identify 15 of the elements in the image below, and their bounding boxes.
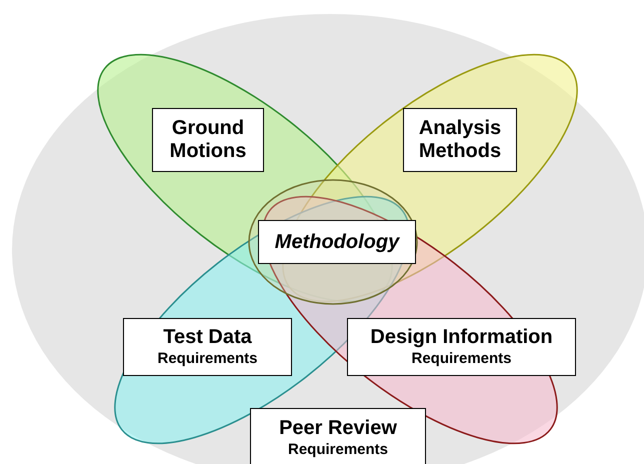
label-box <box>258 220 416 264</box>
label-box <box>123 318 292 376</box>
area-sublabel: Requirements <box>411 349 512 368</box>
area-sublabel: Requirements <box>288 440 388 459</box>
area-label: Ground Motions <box>168 117 248 163</box>
label-box <box>250 408 426 464</box>
label-box <box>152 108 264 172</box>
area-label: Test Data <box>163 326 252 349</box>
area-label: Peer Review <box>279 417 397 440</box>
area-label: Analysis Methods <box>418 117 502 163</box>
area-label: Methodology <box>274 230 400 254</box>
area-label: Design Information <box>370 326 553 349</box>
area-sublabel: Requirements <box>157 349 258 368</box>
label-box <box>403 108 517 172</box>
label-box <box>347 318 576 376</box>
